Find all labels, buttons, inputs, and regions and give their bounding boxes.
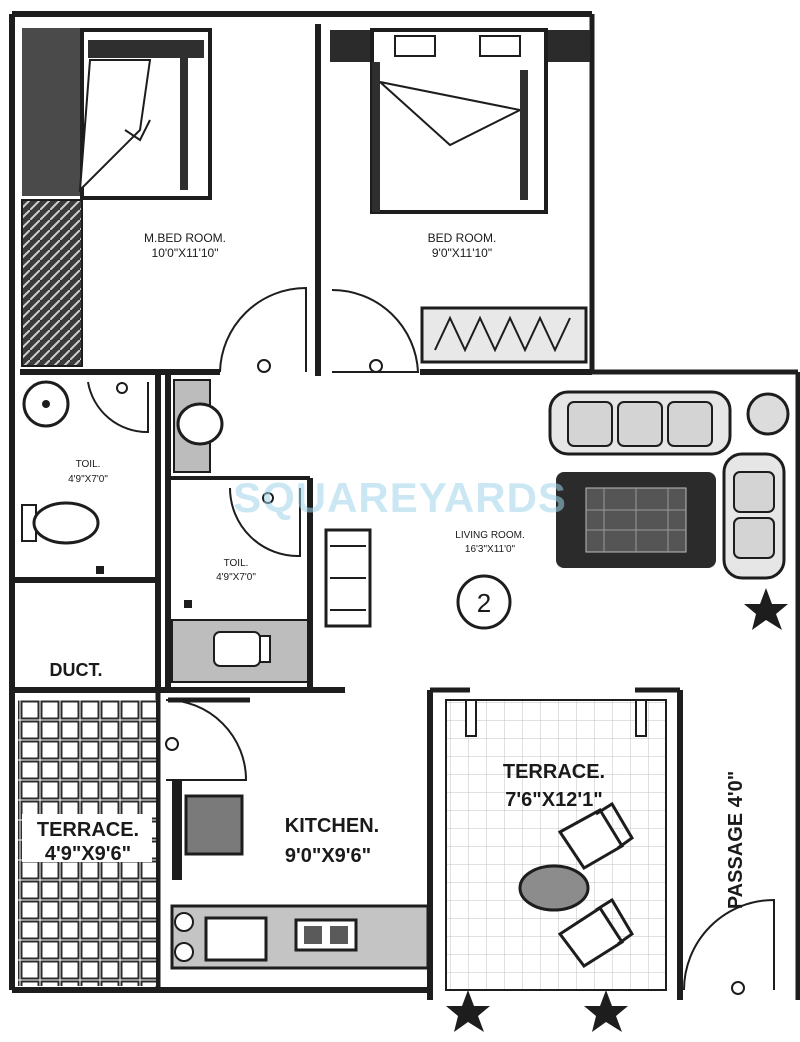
terrace-tiles [445, 699, 667, 991]
master-bedroom-size: 10'0"X11'10" [152, 246, 219, 260]
door-swing-icon [87, 381, 149, 434]
terrace-small-name: TERRACE. [37, 819, 139, 841]
unit-number: 2 [477, 588, 491, 618]
gas-stove-icon [174, 912, 194, 962]
toilet-wc-icon [21, 501, 100, 545]
sofa-icon [722, 452, 786, 580]
plant-icon [446, 990, 490, 1032]
wash-basin-icon [176, 402, 224, 446]
sink-icon [204, 916, 268, 962]
master-bedroom-name: M.BED ROOM. [144, 231, 226, 245]
toilet-1: TOIL. 4'9"X7'0" [21, 380, 149, 574]
bedroom: BED ROOM. 9'0"X11'10" [330, 28, 590, 373]
terrace-large-name: TERRACE. [503, 761, 605, 783]
living-room-size: 16'3"X11'0" [465, 544, 516, 555]
toilet-1-name: TOIL. [76, 459, 101, 470]
light-point-icon [262, 492, 274, 504]
door-swing-icon [683, 898, 775, 991]
toilet-2-size: 4'9"X7'0" [216, 572, 256, 583]
door-swing-icon [331, 288, 420, 373]
light-point-icon [116, 382, 128, 394]
door-swing-icon [165, 699, 248, 781]
coffee-table-icon [556, 472, 716, 568]
terrace-large: TERRACE. 7'6"X12'1" [445, 699, 667, 1032]
watermark: SQUAREYARDS [233, 474, 567, 521]
floor-trap-icon [184, 600, 192, 608]
toilet-1-size: 4'9"X7'0" [68, 474, 108, 485]
wardrobe-icon [21, 199, 83, 367]
dining-table-icon [518, 864, 590, 912]
toilet-wc-icon [213, 631, 271, 667]
toilet-2: TOIL. 4'9"X7'0" [171, 379, 309, 683]
door-swing-icon [229, 487, 301, 558]
kitchen-name: KITCHEN. [285, 815, 379, 837]
terrace-large-size: 7'6"X12'1" [505, 789, 602, 811]
passage-label: PASSAGE 4'0" [725, 771, 747, 909]
terrace-small: TERRACE. 4'9"X9'6" [18, 699, 248, 986]
passage: PASSAGE 4'0" [683, 771, 775, 995]
chair-icon [557, 897, 634, 969]
light-point-icon [731, 981, 745, 995]
door-swing-icon [219, 286, 307, 373]
bedroom-size: 9'0"X11'10" [432, 246, 492, 260]
master-bedroom: M.BED ROOM. 10'0"X11'10" [21, 28, 307, 373]
light-point-icon [257, 359, 271, 373]
walls [9, 11, 800, 1000]
plant-icon [744, 588, 788, 630]
light-point-icon [369, 359, 383, 373]
unit-number-badge [456, 574, 512, 630]
duct-label: DUCT. [50, 660, 103, 680]
sofa-icon [548, 390, 732, 456]
kitchen: KITCHEN. 9'0"X9'6" [170, 780, 430, 970]
tv-unit-icon [324, 528, 372, 628]
bed-icon [370, 28, 548, 214]
kitchen-wall [172, 780, 182, 880]
bed-icon [78, 28, 212, 200]
light-point-icon [165, 737, 179, 751]
side-table-icon [746, 392, 790, 436]
living-room-name: LIVING ROOM. [455, 530, 524, 541]
plant-icon [584, 990, 628, 1032]
toilet-2-name: TOIL. [224, 558, 249, 569]
wardrobe-icon [420, 306, 588, 364]
floor-trap-icon [96, 566, 104, 574]
bedroom-name: BED ROOM. [428, 231, 497, 245]
kitchen-size: 9'0"X9'6" [285, 845, 371, 867]
chair-icon [557, 801, 634, 871]
wardrobe-icon [22, 28, 82, 196]
terrace-small-size: 4'9"X9'6" [45, 843, 131, 865]
fridge-icon [184, 794, 244, 856]
living-room: LIVING ROOM. 16'3"X11'0" 2 [324, 390, 790, 630]
